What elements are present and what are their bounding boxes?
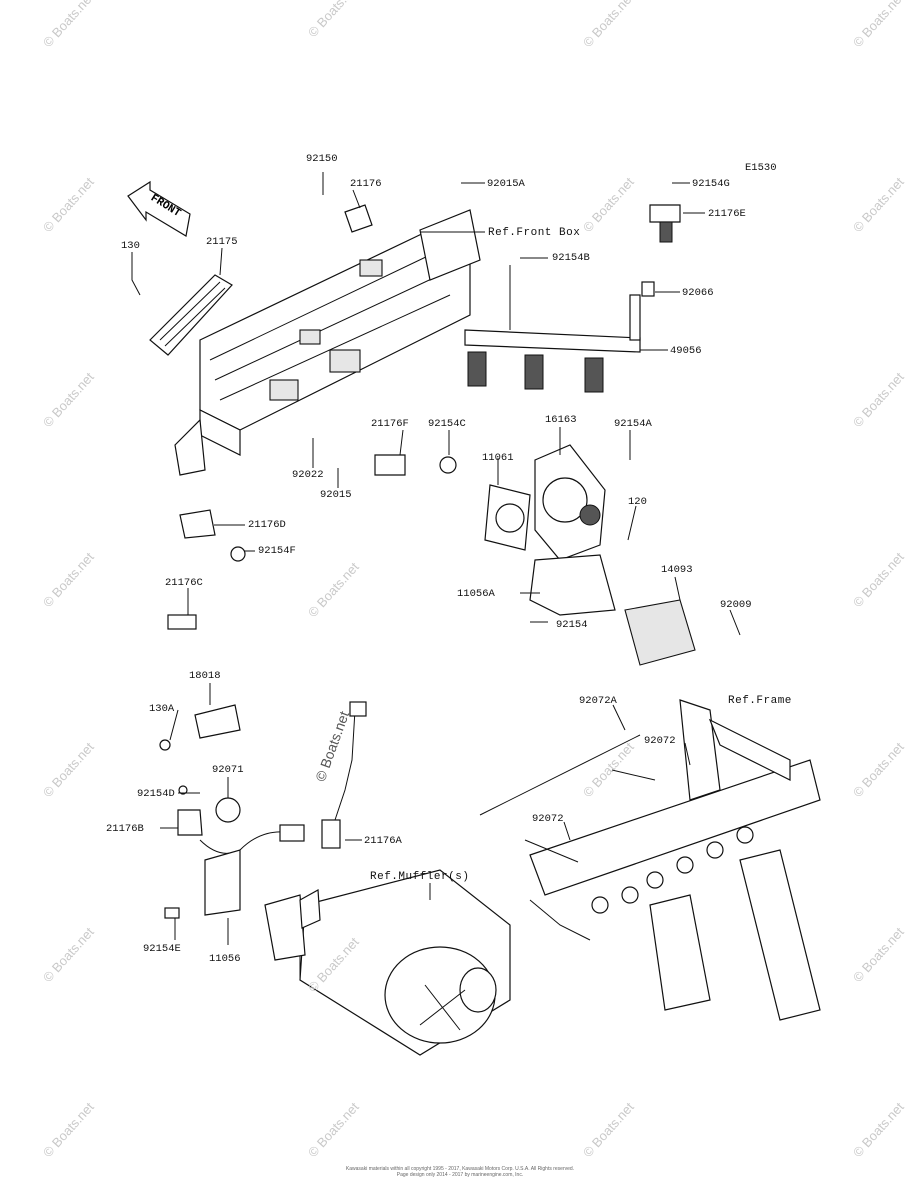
part-label-21176f[interactable]: 21176F xyxy=(371,418,409,430)
o2-sensor-drawing xyxy=(321,701,367,849)
part-label-92154a[interactable]: 92154A xyxy=(614,418,652,430)
part-label-16163[interactable]: 16163 xyxy=(545,414,577,426)
part-label-92072[interactable]: 92072 xyxy=(644,735,676,747)
part-label-92154[interactable]: 92154 xyxy=(556,619,588,631)
lower-left-parts-drawing xyxy=(159,704,305,919)
part-label-92154b[interactable]: 92154B xyxy=(552,252,590,264)
part-label-21176a[interactable]: 21176A xyxy=(364,835,402,847)
copyright-line-2: Page design only 2014 - 2017 by marineen… xyxy=(396,1172,524,1178)
front-arrow-icon: FRONT xyxy=(127,180,191,237)
part-label-130[interactable]: 130 xyxy=(121,240,140,252)
copyright-footer: Kawasaki materials within all copyright … xyxy=(300,1166,620,1178)
diagram-id: E1530 xyxy=(745,162,777,174)
ref-front-box-label[interactable]: Ref.Front Box xyxy=(488,227,581,239)
part-label-92154c[interactable]: 92154C xyxy=(428,418,466,430)
part-label-11056[interactable]: 11056 xyxy=(209,953,241,965)
part-label-21176b[interactable]: 21176B xyxy=(106,823,144,835)
part-label-92150[interactable]: 92150 xyxy=(306,153,338,165)
part-label-11061[interactable]: 11061 xyxy=(482,452,514,464)
part-label-21175[interactable]: 21175 xyxy=(206,236,238,248)
part-label-120[interactable]: 120 xyxy=(628,496,647,508)
frame-drawing xyxy=(479,699,821,1021)
ecu-21175-drawing xyxy=(149,274,233,356)
sensor-21176-drawing xyxy=(167,204,681,630)
part-label-21176[interactable]: 21176 xyxy=(350,178,382,190)
copyright-line-1: Kawasaki materials within all copyright … xyxy=(345,1166,575,1172)
part-label-92009[interactable]: 92009 xyxy=(720,599,752,611)
part-label-92015[interactable]: 92015 xyxy=(320,489,352,501)
fuel-rail-drawing xyxy=(464,265,655,393)
part-label-92072a[interactable]: 92072A xyxy=(579,695,617,707)
leader-lines xyxy=(131,172,741,945)
ref-muffler-label[interactable]: Ref.Muffler(s) xyxy=(370,871,470,883)
part-label-92015a[interactable]: 92015A xyxy=(487,178,525,190)
part-label-21176e[interactable]: 21176E xyxy=(708,208,746,220)
part-label-92066[interactable]: 92066 xyxy=(682,287,714,299)
part-label-49056[interactable]: 49056 xyxy=(670,345,702,357)
part-label-14093[interactable]: 14093 xyxy=(661,564,693,576)
muffler-drawing xyxy=(264,869,511,1056)
part-label-92071[interactable]: 92071 xyxy=(212,764,244,776)
throttle-body-drawing xyxy=(484,444,696,666)
ref-frame-label[interactable]: Ref.Frame xyxy=(728,695,792,707)
part-label-21176c[interactable]: 21176C xyxy=(165,577,203,589)
part-label-92154d[interactable]: 92154D xyxy=(137,788,175,800)
part-label-11056a[interactable]: 11056A xyxy=(457,588,495,600)
part-label-92154g[interactable]: 92154G xyxy=(692,178,730,190)
part-label-130a[interactable]: 130A xyxy=(149,703,175,715)
part-label-92154e[interactable]: 92154E xyxy=(143,943,181,955)
part-label-92022[interactable]: 92022 xyxy=(292,469,324,481)
part-label-92072[interactable]: 92072 xyxy=(532,813,564,825)
part-label-92154f[interactable]: 92154F xyxy=(258,545,296,557)
part-label-18018[interactable]: 18018 xyxy=(189,670,221,682)
front-box-drawing xyxy=(174,209,481,476)
part-label-21176d[interactable]: 21176D xyxy=(248,519,286,531)
